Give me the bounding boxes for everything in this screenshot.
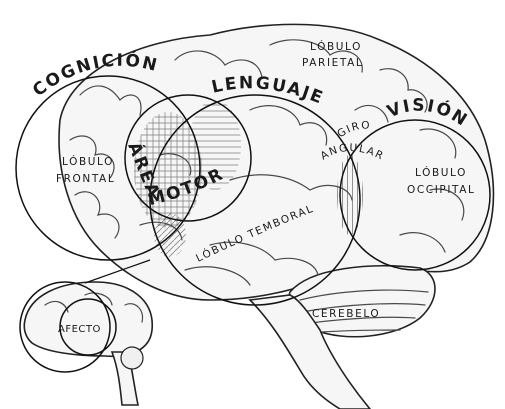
leader-line	[84, 259, 151, 284]
label-afecto: AFECTO	[58, 324, 101, 335]
angular-gyrus-hatch	[337, 155, 363, 235]
label-lobulo-frontal-1: LÓBULO	[62, 155, 114, 168]
label-lobulo-occipital-1: LÓBULO	[415, 166, 467, 179]
lenguaje-circle	[149, 94, 361, 306]
label-lobulo-parietal-1: LÓBULO	[310, 40, 362, 53]
motor-area-hatch-right	[189, 100, 241, 190]
label-lobulo-occipital-2: OCCIPITAL	[407, 184, 475, 196]
cerebellum-folds	[299, 289, 429, 333]
brainstem	[248, 294, 372, 409]
afecto-circle-inner	[59, 298, 117, 356]
afecto-circle-outer	[19, 281, 111, 373]
area-motora-circle	[124, 94, 252, 222]
gyri-texture	[69, 39, 465, 286]
label-cerebelo: CEREBELO	[312, 308, 380, 320]
inset-gyri	[44, 292, 144, 323]
cognicion-circle	[15, 75, 201, 261]
inset-cerebellum	[120, 346, 144, 370]
motor-area-hatch-left	[134, 112, 202, 228]
vision-circle	[339, 119, 491, 271]
label-lobulo-parietal-2: PARIETAL	[302, 57, 363, 69]
label-lobulo-frontal-2: FRONTAL	[56, 173, 115, 185]
